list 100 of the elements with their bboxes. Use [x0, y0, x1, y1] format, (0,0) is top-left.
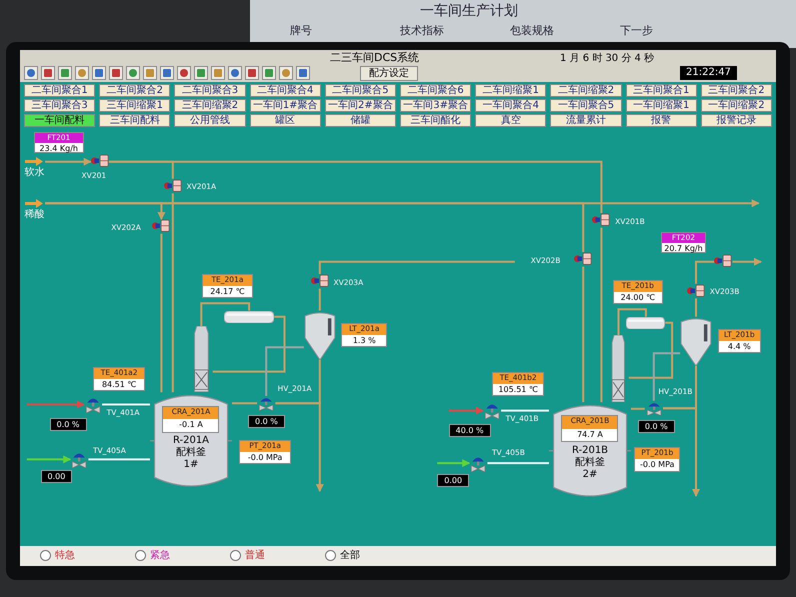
reactor-label: 1#	[184, 459, 198, 472]
pipe	[102, 404, 150, 406]
hopper-tank-drawing	[680, 316, 712, 366]
reading: 84.51 ℃	[100, 378, 138, 390]
condenser-drawing	[626, 316, 666, 329]
nav-button: 报警记录	[700, 114, 772, 127]
nav-button: 三车间缩聚2	[174, 99, 246, 112]
nav-button: 二车间聚合3	[174, 84, 246, 97]
pipe	[501, 410, 549, 412]
filter-label: 全部	[340, 549, 360, 562]
pipe	[160, 234, 162, 392]
reading: 23.4 Kg/h	[38, 143, 79, 154]
flow-arrow	[45, 199, 760, 208]
instrument-faceplate	[34, 132, 84, 154]
reading: 24.00 ℃	[620, 292, 656, 304]
instrument-faceplate	[162, 406, 220, 433]
valve-symbol	[90, 154, 109, 170]
flow-arrow	[26, 455, 72, 464]
valve-symbol	[84, 396, 102, 414]
reading: 24.17 ℃	[209, 286, 246, 298]
valve-symbol	[164, 178, 182, 194]
pipe	[628, 322, 674, 379]
filter-label: 普通	[245, 549, 265, 562]
instrument-faceplate	[660, 232, 706, 254]
pipe	[88, 458, 150, 460]
instrument-faceplate	[492, 372, 544, 396]
reading: -0.1 A	[178, 419, 204, 432]
nav-button: 二车间聚合4	[250, 84, 321, 97]
pipe	[200, 302, 250, 326]
whiteboard-text: 包装规格	[510, 24, 554, 38]
reactor-label: 配料釜	[176, 447, 206, 460]
valve-symbol	[592, 212, 610, 228]
pipe	[582, 266, 584, 402]
stream-label: 稀酸	[24, 208, 45, 221]
nav-button: 一车间3#聚合	[400, 99, 472, 112]
nav-button: 报警	[626, 114, 697, 127]
pipe	[318, 260, 515, 274]
instrument-faceplate	[92, 366, 146, 392]
pipe	[172, 193, 174, 392]
pipe	[695, 298, 697, 317]
recipe-button: 配方设定	[360, 66, 418, 81]
pipe	[652, 352, 680, 401]
valve-symbol	[714, 254, 732, 270]
valve-symbol	[574, 252, 592, 267]
nav-button: 一车间1#聚合	[250, 99, 321, 112]
nav-button: 储罐	[324, 114, 396, 127]
reading: 1.3 %	[352, 334, 377, 346]
nav-button: 二车间聚合6	[400, 84, 472, 97]
instrument-faceplate	[634, 447, 680, 472]
nav-button: 真空	[475, 114, 546, 127]
pipe	[631, 408, 645, 410]
reading: -0.0 MPa	[246, 452, 284, 464]
pipe	[663, 366, 697, 410]
flow-arrow	[437, 459, 470, 468]
nav-button: 一车间缩聚2	[700, 99, 772, 112]
nav-button: 一车间配料	[24, 114, 96, 127]
nav-button: 三车间配料	[99, 114, 170, 127]
nav-button: 三车间缩聚1	[99, 99, 170, 112]
nav-button: 一车间缩聚1	[626, 99, 697, 112]
reading: -0.0 MPa	[639, 459, 676, 471]
pipe	[695, 260, 714, 284]
valve-symbol	[644, 400, 663, 416]
stream-label: 软水	[24, 166, 45, 180]
pipe	[600, 228, 602, 402]
pipe	[212, 316, 286, 373]
nav-button: 三车间酯化	[400, 114, 472, 127]
whiteboard-text: 牌号	[290, 24, 312, 38]
filter-label: 特急	[55, 549, 75, 562]
flow-arrow	[448, 406, 484, 415]
instrument-faceplate	[341, 322, 388, 348]
reactor-label: R-201A	[172, 435, 210, 446]
time-display: 21:22:47	[680, 66, 737, 80]
pipe	[275, 359, 321, 404]
instrument-faceplate	[612, 280, 663, 304]
nav-button: 罐区	[250, 114, 321, 127]
pipe	[618, 308, 647, 335]
condenser-drawing	[224, 310, 274, 323]
valve-symbol	[686, 284, 706, 298]
flow-arrow	[45, 158, 92, 166]
pipe	[487, 462, 549, 464]
reading: 4.4 %	[726, 341, 752, 352]
nav-button: 二车间聚合5	[324, 84, 396, 97]
nav-button: 流量累计	[550, 114, 622, 127]
reading: 20.7 Kg/h	[663, 243, 704, 254]
value-display: 0.00	[40, 470, 72, 484]
clock-text: 1 月 6 时 30 分 4 秒	[560, 53, 654, 65]
valve-symbol	[469, 454, 488, 472]
nav-button: 公用管线	[174, 114, 246, 127]
value-display: 0.0 %	[248, 415, 285, 428]
reading: 74.7 A	[576, 428, 604, 441]
nav-button: 一车间聚合5	[550, 99, 622, 112]
filter-label: 紧急	[150, 549, 170, 562]
nav-button: 二车间缩聚1	[475, 84, 546, 97]
value-display: 0.00	[437, 474, 470, 488]
pipe	[265, 346, 304, 396]
valve-symbol	[257, 396, 276, 411]
instrument-faceplate	[238, 440, 292, 464]
nav-button: 一车间聚合4	[475, 99, 546, 112]
flow-arrow	[732, 258, 762, 266]
pipe	[232, 402, 258, 404]
